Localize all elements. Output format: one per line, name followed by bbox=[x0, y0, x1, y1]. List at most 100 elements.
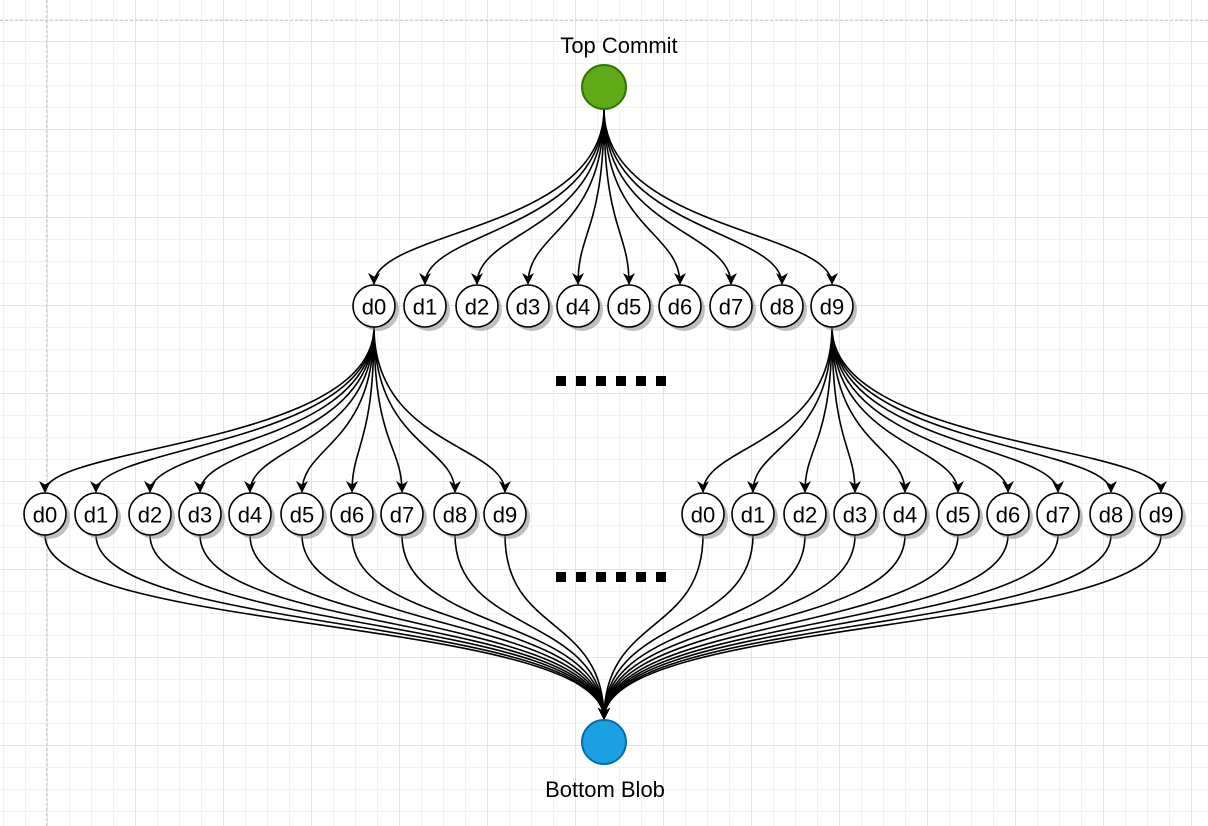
edge-l1-d9-to-right-d0 bbox=[697, 326, 833, 493]
node-label: d4 bbox=[238, 503, 262, 528]
level2-right-node-d7[interactable]: d7 bbox=[1036, 492, 1083, 539]
edge-top-to-l1-d8 bbox=[603, 108, 788, 285]
level2-left-node-d1[interactable]: d1 bbox=[74, 492, 121, 539]
edge-l1-d0-to-left-d2 bbox=[144, 326, 375, 493]
level2-right-node-d0[interactable]: d0 bbox=[681, 492, 728, 539]
edge-l1-d9-to-right-d6 bbox=[831, 326, 1014, 493]
edge-l1-d9-to-right-d7 bbox=[831, 326, 1064, 493]
level2-left-node-d6[interactable]: d6 bbox=[330, 492, 377, 539]
edge-top-to-l1-d3 bbox=[522, 108, 605, 285]
level2-left-node-d9[interactable]: d9 bbox=[483, 492, 530, 539]
edge-right-d1-to-bottom bbox=[598, 534, 754, 720]
level1-node-d7[interactable]: d7 bbox=[709, 284, 756, 331]
node-label: d1 bbox=[741, 503, 765, 528]
edge-left-d5-to-bottom bbox=[301, 534, 610, 720]
edge-top-to-l1-d1 bbox=[419, 108, 605, 285]
node-label: d9 bbox=[493, 503, 517, 528]
level2-left-node-d8[interactable]: d8 bbox=[433, 492, 480, 539]
node-label: d0 bbox=[362, 295, 386, 320]
level1-node-d5[interactable]: d5 bbox=[607, 284, 654, 331]
edge-left-d4-to-bottom bbox=[249, 534, 610, 720]
bottom-blob-label: Bottom Blob bbox=[545, 777, 665, 802]
top-commit-node[interactable] bbox=[581, 64, 627, 110]
level1-node-d1[interactable]: d1 bbox=[403, 284, 450, 331]
edge-left-d2-to-bottom bbox=[149, 534, 610, 720]
edge-l1-d0-to-left-d5 bbox=[296, 326, 375, 493]
edge-right-d3-to-bottom bbox=[598, 534, 856, 720]
level2-left-node-d5[interactable]: d5 bbox=[280, 492, 327, 539]
node-label: d5 bbox=[946, 503, 970, 528]
level2-left-node-d3[interactable]: d3 bbox=[178, 492, 225, 539]
bottom-blob-node[interactable] bbox=[581, 719, 627, 765]
edge-top-to-l1-d5 bbox=[603, 108, 635, 285]
edge-right-d2-to-bottom bbox=[598, 534, 806, 720]
edge-top-to-l1-d7 bbox=[603, 108, 737, 285]
edge-l1-d9-to-right-d9 bbox=[831, 326, 1167, 493]
level1-node-d6[interactable]: d6 bbox=[658, 284, 705, 331]
edge-top-to-l1-d9 bbox=[603, 108, 838, 285]
level1-node-d2[interactable]: d2 bbox=[455, 284, 502, 331]
level2-right-node-d2[interactable]: d2 bbox=[783, 492, 830, 539]
edge-top-to-l1-d6 bbox=[603, 108, 686, 285]
edge-l1-d9-to-right-d4 bbox=[831, 326, 911, 493]
node-label: d5 bbox=[290, 503, 314, 528]
edge-l1-d9-to-right-d3 bbox=[831, 326, 861, 493]
edge-l1-d0-to-left-d1 bbox=[90, 326, 375, 493]
page-boundary-horizontal bbox=[0, 20, 1208, 21]
level2-right-node-d3[interactable]: d3 bbox=[833, 492, 880, 539]
node-label: d6 bbox=[340, 503, 364, 528]
edge-l1-d0-to-left-d6 bbox=[346, 326, 375, 493]
level2-left-node-d0[interactable]: d0 bbox=[23, 492, 70, 539]
level1-node-d8[interactable]: d8 bbox=[760, 284, 807, 331]
edge-left-d7-to-bottom bbox=[401, 534, 610, 720]
level1-node-d3[interactable]: d3 bbox=[506, 284, 553, 331]
node-label: d4 bbox=[893, 503, 917, 528]
level2-right-node-d5[interactable]: d5 bbox=[936, 492, 983, 539]
node-label: d2 bbox=[138, 503, 162, 528]
node-label: d1 bbox=[84, 503, 108, 528]
terminals-layer: Top Commit Bottom Blob bbox=[545, 33, 678, 802]
level2-right-node-d4[interactable]: d4 bbox=[883, 492, 930, 539]
node-label: d2 bbox=[793, 503, 817, 528]
level2-right-node-d1[interactable]: d1 bbox=[731, 492, 778, 539]
node-label: d0 bbox=[33, 503, 57, 528]
edge-l1-d0-to-left-d3 bbox=[194, 326, 375, 493]
node-label: d9 bbox=[1149, 503, 1173, 528]
node-label: d9 bbox=[820, 295, 844, 320]
edge-l1-d0-to-left-d7 bbox=[373, 326, 408, 493]
level2-right-node-d6[interactable]: d6 bbox=[986, 492, 1033, 539]
level1-node-d0[interactable]: d0 bbox=[352, 284, 399, 331]
level1-node-d9[interactable]: d9 bbox=[810, 284, 857, 331]
node-label: d3 bbox=[516, 295, 540, 320]
ellipsis-middle-lower bbox=[556, 572, 666, 582]
edge-l1-d9-to-right-d5 bbox=[831, 326, 964, 493]
level2-left-node-d7[interactable]: d7 bbox=[380, 492, 427, 539]
ellipsis-layer bbox=[556, 376, 666, 582]
level1-node-d4[interactable]: d4 bbox=[556, 284, 603, 331]
level2-left-node-d4[interactable]: d4 bbox=[228, 492, 275, 539]
node-label: d6 bbox=[668, 295, 692, 320]
node-label: d5 bbox=[617, 295, 641, 320]
edge-left-d0-to-bottom bbox=[44, 534, 610, 720]
level2-left-node-d2[interactable]: d2 bbox=[128, 492, 175, 539]
edge-left-d9-to-bottom bbox=[504, 534, 610, 720]
level2-right-node-d9[interactable]: d9 bbox=[1139, 492, 1186, 539]
node-label: d3 bbox=[188, 503, 212, 528]
edge-left-d8-to-bottom bbox=[454, 534, 610, 720]
node-label: d8 bbox=[770, 295, 794, 320]
edge-l1-d0-to-left-d0 bbox=[39, 326, 375, 493]
edge-right-d0-to-bottom bbox=[598, 534, 704, 720]
edge-left-d1-to-bottom bbox=[95, 534, 610, 720]
edge-l1-d0-to-left-d4 bbox=[244, 326, 375, 493]
edge-right-d6-to-bottom bbox=[598, 534, 1009, 720]
edge-l1-d0-to-left-d9 bbox=[373, 326, 511, 493]
level2-right-node-d8[interactable]: d8 bbox=[1089, 492, 1136, 539]
node-label: d1 bbox=[413, 295, 437, 320]
page-boundary-vertical bbox=[46, 0, 47, 826]
edge-l1-d9-to-right-d2 bbox=[799, 326, 833, 493]
top-commit-label: Top Commit bbox=[560, 33, 677, 58]
edge-right-d4-to-bottom bbox=[598, 534, 906, 720]
edge-top-to-l1-d0 bbox=[368, 108, 605, 285]
